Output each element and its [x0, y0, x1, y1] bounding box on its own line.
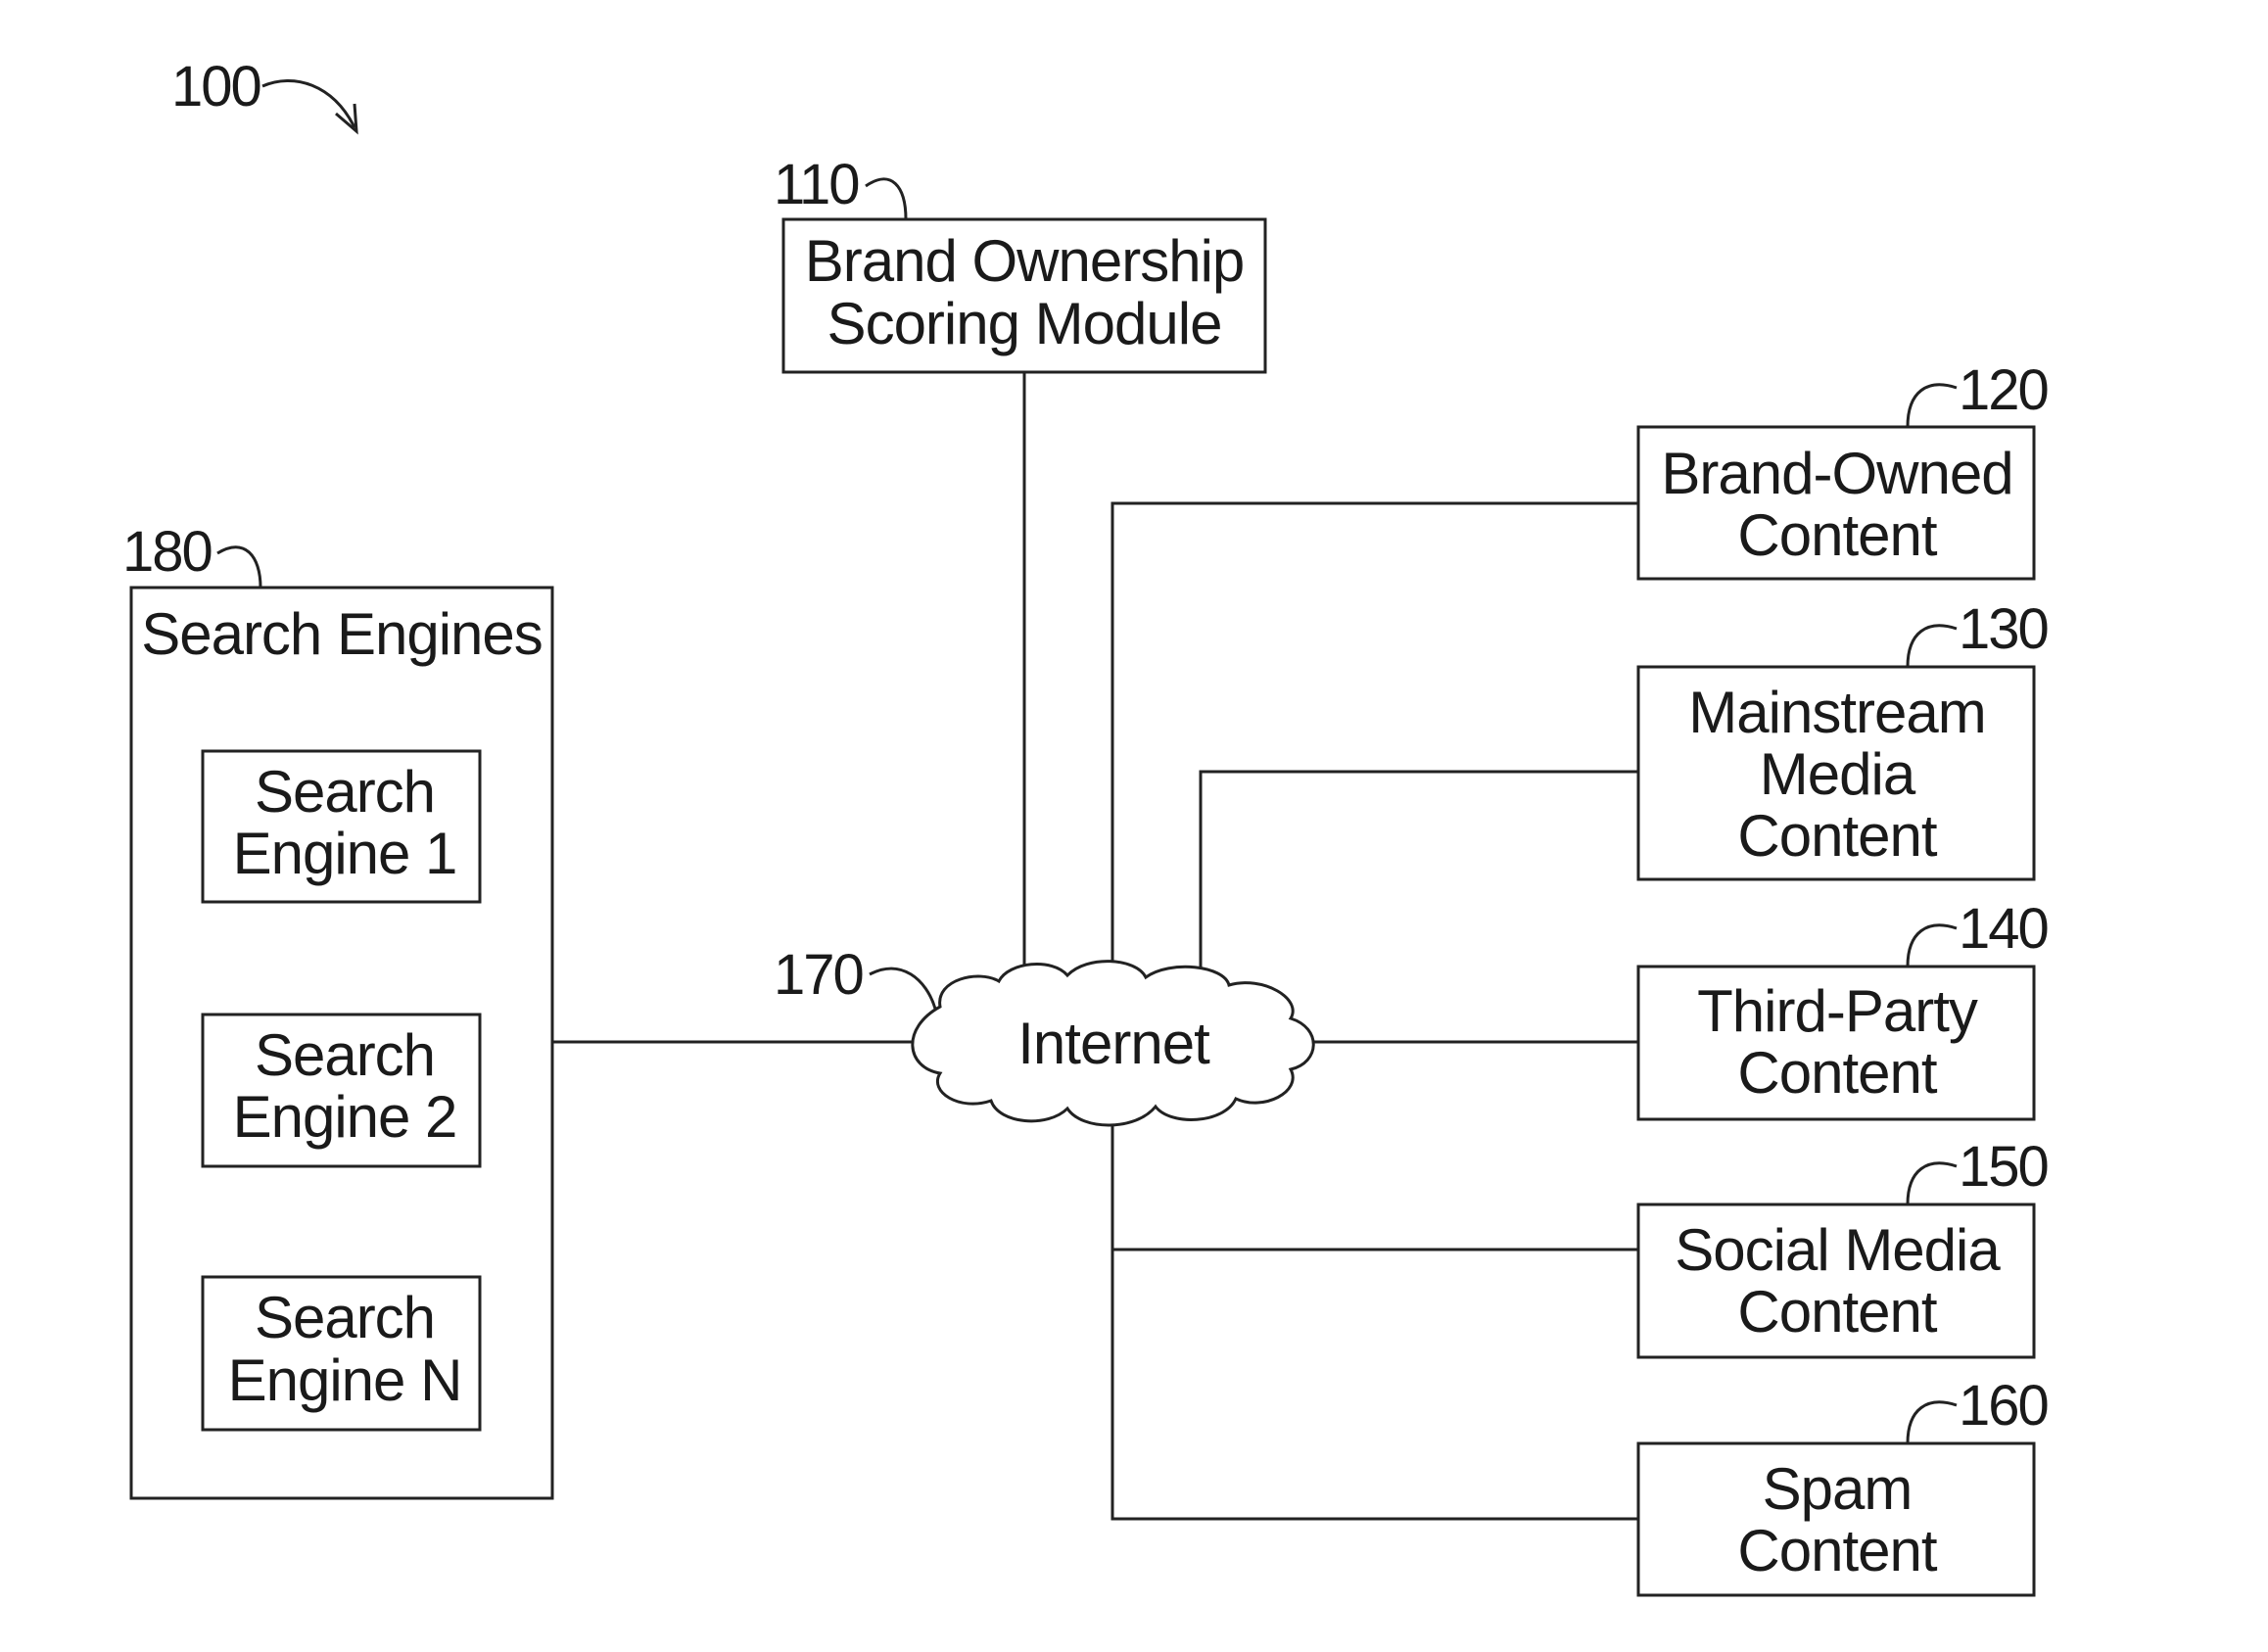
spam-content-label-line-2: Content [1737, 1518, 1937, 1583]
internet-ref: 170 [774, 943, 863, 1007]
figure-ref-label: 100 [171, 55, 260, 118]
third-party-content-label-line-1: Third-Party [1697, 978, 1978, 1044]
search-engine-1-label-line-2: Engine 1 [233, 821, 457, 886]
search-engine-2-label-line-2: Engine 2 [233, 1084, 457, 1150]
search-engine-2-label-line-1: Search [255, 1022, 435, 1088]
wire-internet-to-mainstream [1201, 772, 1638, 969]
scoring-module-label-line-2: Scoring Module [827, 291, 1222, 356]
third-party-content-ref: 140 [1959, 897, 2048, 961]
mainstream-media-content-label-line-3: Content [1737, 803, 1937, 869]
mainstream-media-content-leader [1908, 626, 1957, 667]
brand-owned-content-ref: 120 [1959, 358, 2048, 422]
internet-leader [870, 968, 935, 1009]
internet-label: Internet [1017, 1011, 1210, 1076]
mainstream-media-content-label-line-1: Mainstream [1688, 680, 1985, 745]
mainstream-media-content-label-line-2: Media [1760, 741, 1916, 807]
search-engines-leader [217, 547, 260, 588]
spam-content-label-line-1: Spam [1763, 1456, 1913, 1522]
brand-owned-content-label-line-2: Content [1737, 502, 1937, 568]
spam-content-leader [1908, 1402, 1957, 1443]
scoring-module-ref: 110 [774, 153, 858, 216]
figure-ref-arrowhead [336, 104, 356, 131]
social-media-content-label-line-2: Content [1737, 1279, 1937, 1345]
scoring-module-leader [866, 179, 906, 219]
search-engine-1-label-line-1: Search [255, 759, 435, 825]
brand-owned-content-label-line-1: Brand-Owned [1661, 441, 2012, 506]
search-engines-title: Search Engines [141, 601, 543, 667]
social-media-content-label-line-1: Social Media [1675, 1217, 2001, 1283]
search-engine-n-label-line-1: Search [255, 1285, 435, 1350]
search-engine-n-label-line-2: Engine N [228, 1347, 462, 1413]
social-media-content-leader [1908, 1163, 1957, 1204]
spam-content-ref: 160 [1959, 1374, 2048, 1438]
wire-internet-to-spam [1112, 1116, 1638, 1519]
figure-ref-arrow [262, 80, 354, 127]
wire-internet-to-brand-owned [1112, 503, 1638, 965]
third-party-content-leader [1908, 925, 1957, 967]
mainstream-media-content-ref: 130 [1959, 597, 2048, 661]
third-party-content-label-line-2: Content [1737, 1040, 1937, 1106]
scoring-module-label-line-1: Brand Ownership [805, 228, 1245, 294]
brand-owned-content-leader [1908, 385, 1957, 427]
search-engines-ref: 180 [122, 520, 212, 584]
social-media-content-ref: 150 [1959, 1135, 2048, 1199]
